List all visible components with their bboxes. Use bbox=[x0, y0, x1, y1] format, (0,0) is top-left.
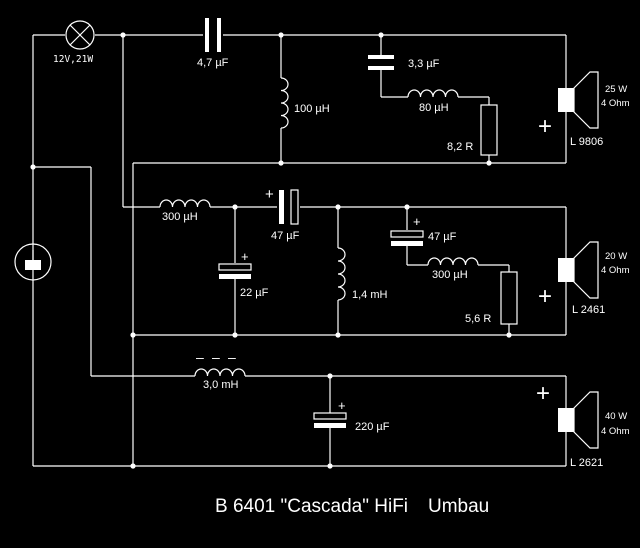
label-c-top: 4,7 µF bbox=[197, 57, 229, 69]
label-l-mid2: 300 µH bbox=[432, 269, 468, 281]
inductor-l-top2 bbox=[407, 89, 459, 98]
input-jack-icon bbox=[14, 243, 52, 281]
speaker-1-plus: + bbox=[538, 113, 552, 140]
speaker-3-power: 40 W bbox=[605, 411, 627, 422]
speaker-3-model: L 2621 bbox=[570, 457, 603, 469]
label-l-bass-minus-1: – bbox=[196, 349, 204, 365]
speaker-3-plus: + bbox=[536, 380, 550, 407]
speaker-2-impedance: 4 Ohm bbox=[601, 265, 630, 276]
label-l-bass-minus-3: – bbox=[228, 349, 236, 365]
resistor-r-mid bbox=[500, 271, 518, 325]
caption-subtitle: Umbau bbox=[428, 496, 489, 517]
label-c-bass-plus: + bbox=[338, 398, 346, 413]
junction-dots bbox=[30, 32, 512, 469]
label-c-mid2: 47 µF bbox=[428, 231, 457, 243]
label-c-mid2-plus: + bbox=[413, 214, 421, 229]
inductor-l-mid2 bbox=[427, 257, 479, 266]
speaker-icon-2 bbox=[558, 241, 599, 299]
speaker-1-model: L 9806 bbox=[570, 136, 603, 148]
label-l-mid-series: 300 µH bbox=[162, 211, 198, 223]
capacitor-c-top bbox=[205, 18, 221, 52]
speaker-icon-3 bbox=[558, 391, 599, 449]
speaker-3-impedance: 4 Ohm bbox=[601, 426, 630, 437]
label-l-mid-shunt: 1,4 mH bbox=[352, 289, 388, 301]
caption-title: B 6401 "Cascada" HiFi bbox=[215, 496, 408, 517]
speaker-1-impedance: 4 Ohm bbox=[601, 98, 630, 109]
inductor-l-bass bbox=[194, 368, 246, 377]
label-l-top: 100 µH bbox=[294, 103, 330, 115]
capacitor-c-bass bbox=[313, 412, 347, 428]
label-c-top2: 3,3 µF bbox=[408, 58, 440, 70]
lamp-label: 12V,21W bbox=[53, 54, 93, 65]
label-l-bass: 3,0 mH bbox=[203, 379, 239, 391]
label-c-mid-shunt-plus: + bbox=[241, 249, 249, 264]
lamp-symbol bbox=[65, 20, 95, 50]
label-l-top2: 80 µH bbox=[419, 102, 449, 114]
label-r-top: 8,2 R bbox=[447, 141, 473, 153]
label-c-mid-series: 47 µF bbox=[271, 230, 300, 242]
label-l-bass-minus-2: – bbox=[212, 349, 220, 365]
capacitor-c-mid-shunt bbox=[218, 263, 252, 279]
resistor-r-top bbox=[480, 104, 498, 156]
capacitor-c-mid-series bbox=[279, 189, 299, 225]
speaker-icon-1 bbox=[558, 71, 599, 129]
label-c-bass: 220 µF bbox=[355, 421, 390, 433]
label-c-mid-shunt: 22 µF bbox=[240, 287, 269, 299]
inductor-l-mid-shunt bbox=[337, 247, 346, 301]
label-r-mid: 5,6 R bbox=[465, 313, 491, 325]
wires bbox=[32, 34, 567, 467]
speaker-2-plus: + bbox=[538, 283, 552, 310]
inductor-l-top bbox=[280, 77, 289, 129]
inductor-l-mid-series bbox=[159, 199, 211, 208]
speaker-2-power: 20 W bbox=[605, 251, 627, 262]
speaker-2-model: L 2461 bbox=[572, 304, 605, 316]
label-c-mid-series-plus: + bbox=[265, 186, 274, 203]
speaker-1-power: 25 W bbox=[605, 84, 627, 95]
capacitor-c-mid2 bbox=[390, 230, 424, 246]
capacitor-c-top2 bbox=[368, 55, 394, 70]
